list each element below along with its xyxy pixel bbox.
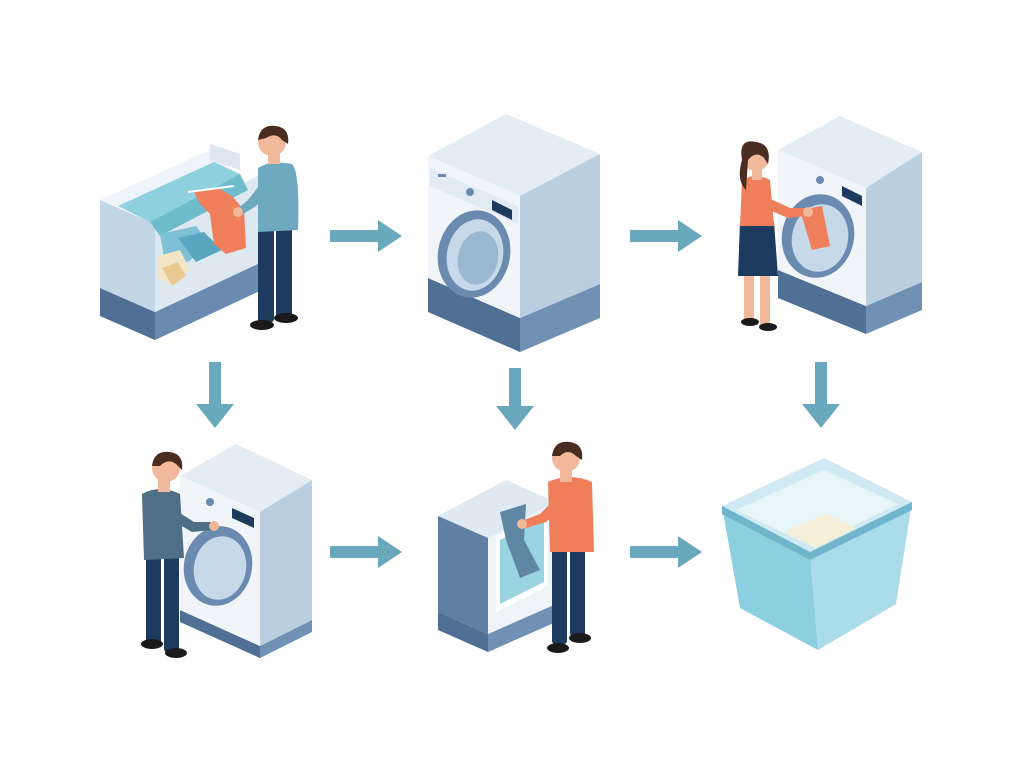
step-sort-clothes — [100, 125, 299, 340]
sorting-tub-icon — [100, 144, 262, 340]
arrow-right-dryer-to-basket — [630, 536, 702, 568]
arrow-right-washer-to-loading — [630, 220, 702, 252]
dryer-icon — [438, 480, 556, 652]
front-loader-icon — [778, 116, 922, 334]
step-dryer — [438, 441, 594, 653]
arrow-right-unload-to-dryer — [330, 536, 402, 568]
arrow-down-washer-to-dryer — [496, 368, 534, 430]
woman-loading-icon — [738, 141, 813, 331]
step-load-machine — [738, 116, 922, 334]
washing-machine-icon — [428, 114, 600, 352]
arrow-right-sort-to-washer — [330, 220, 402, 252]
step-laundry-basket — [722, 458, 912, 650]
washer-unload-icon — [180, 444, 312, 658]
man-sorting-icon — [233, 125, 299, 330]
flow-arrows — [196, 220, 840, 568]
laundry-basket-icon — [722, 458, 912, 650]
step-washing-machine — [428, 114, 600, 352]
arrow-down-loading-to-basket — [802, 362, 840, 428]
man-at-dryer-icon — [517, 441, 594, 653]
man-unloading-icon — [141, 451, 219, 658]
arrow-down-sort-to-unload — [196, 362, 234, 428]
step-unload-machine — [141, 444, 312, 658]
